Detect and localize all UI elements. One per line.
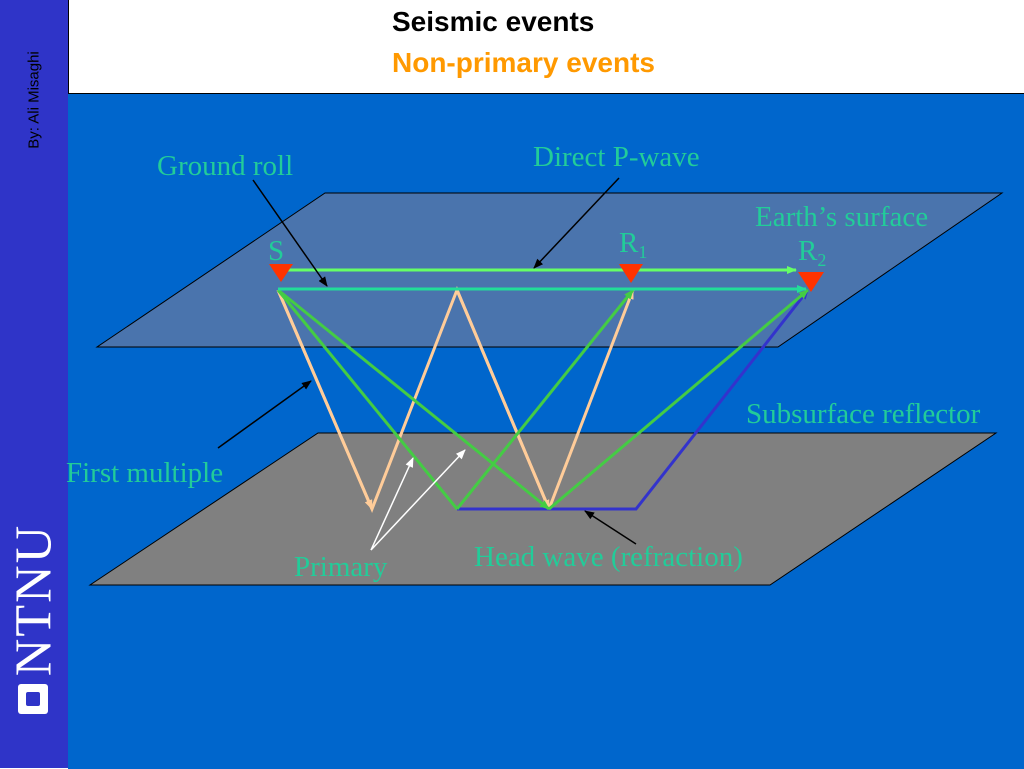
- ntnu-logo-icon: [18, 684, 48, 714]
- multiple-ray-last-leg: [547, 289, 635, 510]
- primary-ray-down-1: [276, 289, 459, 510]
- primary-label: Primary: [294, 551, 388, 583]
- primary-ray-up-1: [455, 289, 635, 510]
- receiver-r1-marker: [619, 264, 643, 283]
- head-wave-ray: [457, 289, 810, 511]
- multiple-ray-down-arrow-1: [276, 289, 374, 510]
- slide-subtitle: Non-primary events: [392, 47, 655, 78]
- direct-p-wave-label: Direct P-wave: [533, 141, 700, 173]
- primary-pointer-2: [370, 449, 466, 551]
- first-multiple-label: First multiple: [66, 457, 223, 489]
- head-wave-label: Head wave (refraction): [474, 541, 743, 573]
- source-label: S: [268, 235, 284, 267]
- receiver-r1-label: R1: [619, 227, 647, 262]
- earths-surface-label: Earth’s surface: [755, 201, 928, 233]
- receiver-r2-marker: [798, 272, 824, 292]
- direct-p-wave-pointer: [533, 177, 620, 269]
- sidebar: By: Ali Misaghi NTNU: [0, 0, 69, 768]
- source-marker: [269, 264, 293, 282]
- slide-title: Seismic events: [392, 6, 595, 37]
- multiple-ray-down-arrow-2: [455, 289, 551, 510]
- ground-roll-label: Ground roll: [157, 150, 293, 182]
- primary-pointer-1: [370, 457, 414, 551]
- primary-ray-up-2: [548, 288, 809, 511]
- head-wave-pointer: [584, 510, 637, 545]
- first-multiple-pointer: [217, 380, 312, 449]
- primary-ray-down-2: [277, 288, 550, 511]
- ground-roll-pointer: [252, 179, 328, 287]
- receiver-r2-label: R2: [798, 235, 826, 270]
- subsurface-reflector-label: Subsurface reflector: [746, 398, 981, 430]
